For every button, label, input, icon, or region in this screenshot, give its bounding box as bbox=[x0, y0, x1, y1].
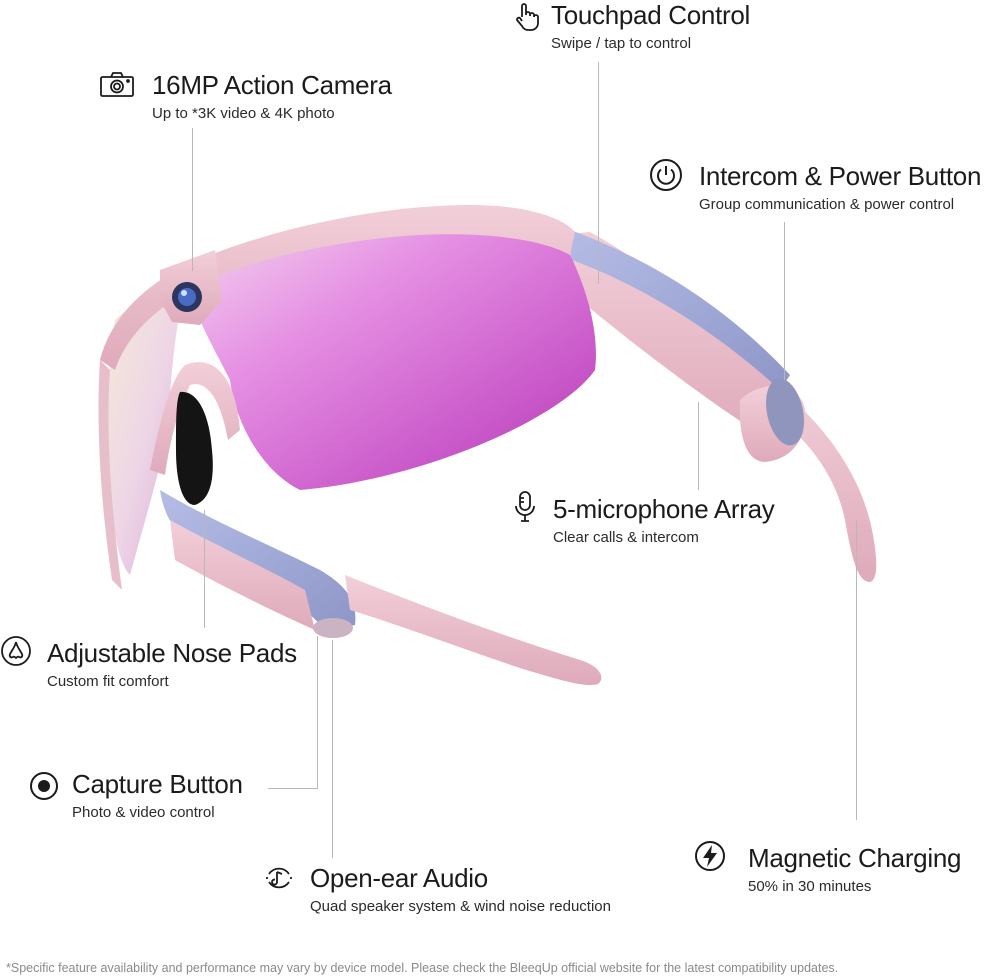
leader-camera bbox=[192, 128, 193, 271]
record-button-icon bbox=[29, 771, 59, 801]
feature-title: Capture Button bbox=[72, 769, 243, 799]
feature-title: Intercom & Power Button bbox=[699, 161, 982, 191]
leader-intercom bbox=[784, 222, 785, 380]
feature-charging: Magnetic Charging 50% in 30 minutes bbox=[748, 843, 961, 895]
feature-title: Touchpad Control bbox=[551, 0, 750, 30]
microphone-icon bbox=[514, 490, 536, 524]
feature-subtitle: Photo & video control bbox=[72, 804, 215, 821]
feature-microphone: 5-microphone Array Clear calls & interco… bbox=[553, 494, 775, 546]
feature-title: 5-microphone Array bbox=[553, 494, 775, 524]
feature-audio: Open-ear Audio Quad speaker system & win… bbox=[310, 863, 611, 915]
feature-subtitle: Clear calls & intercom bbox=[553, 529, 699, 546]
leader-audio bbox=[332, 640, 333, 858]
hand-pointer-icon bbox=[514, 2, 540, 32]
feature-subtitle: Quad speaker system & wind noise reducti… bbox=[310, 898, 611, 915]
feature-title: Magnetic Charging bbox=[748, 843, 962, 873]
feature-intercom: Intercom & Power Button Group communicat… bbox=[699, 161, 981, 213]
camera-icon bbox=[100, 72, 134, 98]
disclaimer-text: *Specific feature availability and perfo… bbox=[6, 961, 839, 975]
leader-touchpad bbox=[598, 62, 599, 284]
feature-nose: Adjustable Nose Pads Custom fit comfort bbox=[47, 638, 297, 690]
feature-subtitle: Up to *3K video & 4K photo bbox=[152, 105, 335, 122]
nose-icon bbox=[0, 635, 32, 667]
feature-title: Open-ear Audio bbox=[310, 863, 488, 893]
feature-subtitle: Group communication & power control bbox=[699, 196, 955, 213]
feature-subtitle: Swipe / tap to control bbox=[551, 35, 692, 52]
feature-touchpad: Touchpad Control Swipe / tap to control bbox=[551, 0, 750, 52]
leader-capture-v bbox=[317, 636, 318, 788]
leader-nose bbox=[204, 510, 205, 628]
leader-microphone bbox=[698, 402, 699, 490]
feature-subtitle: Custom fit comfort bbox=[47, 673, 169, 690]
lightning-icon bbox=[694, 840, 726, 872]
feature-title: 16MP Action Camera bbox=[152, 70, 392, 100]
feature-camera: 16MP Action Camera Up to *3K video & 4K … bbox=[152, 70, 392, 122]
feature-capture: Capture Button Photo & video control bbox=[72, 769, 243, 821]
leader-charging bbox=[856, 520, 857, 820]
speaker-icon bbox=[263, 862, 295, 894]
leader-capture-h bbox=[268, 788, 318, 789]
feature-title: Adjustable Nose Pads bbox=[47, 638, 297, 668]
feature-subtitle: 50% in 30 minutes bbox=[748, 878, 872, 895]
power-icon bbox=[649, 158, 683, 192]
